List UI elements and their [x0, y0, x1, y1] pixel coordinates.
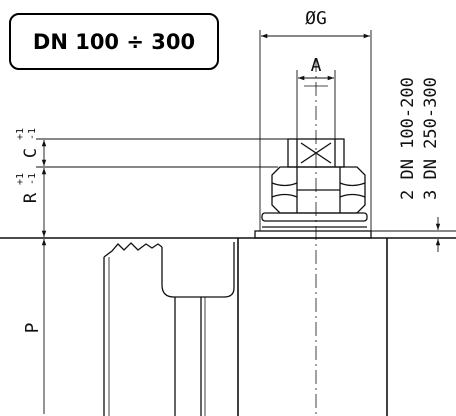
a-label: A [311, 55, 322, 76]
r-label: R [21, 192, 41, 203]
c-tolerance-lower: -1 [27, 128, 38, 140]
p-label: P [22, 322, 43, 333]
note-line-1: 2 DN 100-200 [398, 77, 418, 200]
note-line-2: 3 DN 250-300 [421, 77, 441, 200]
size-range-badge: DN 100 ÷ 300 [9, 13, 219, 70]
size-range-label: DN 100 ÷ 300 [32, 29, 196, 54]
spring-washer [261, 212, 368, 222]
hex-nut [271, 166, 366, 214]
washer [254, 230, 372, 239]
cutaway-shaft [103, 242, 235, 416]
r-tolerance-lower: -1 [27, 173, 38, 185]
c-label: C [21, 148, 41, 158]
phi-g-label: ØG [305, 8, 327, 29]
c-tolerance-upper: +1 [15, 128, 26, 140]
r-tolerance-upper: +1 [15, 173, 26, 185]
